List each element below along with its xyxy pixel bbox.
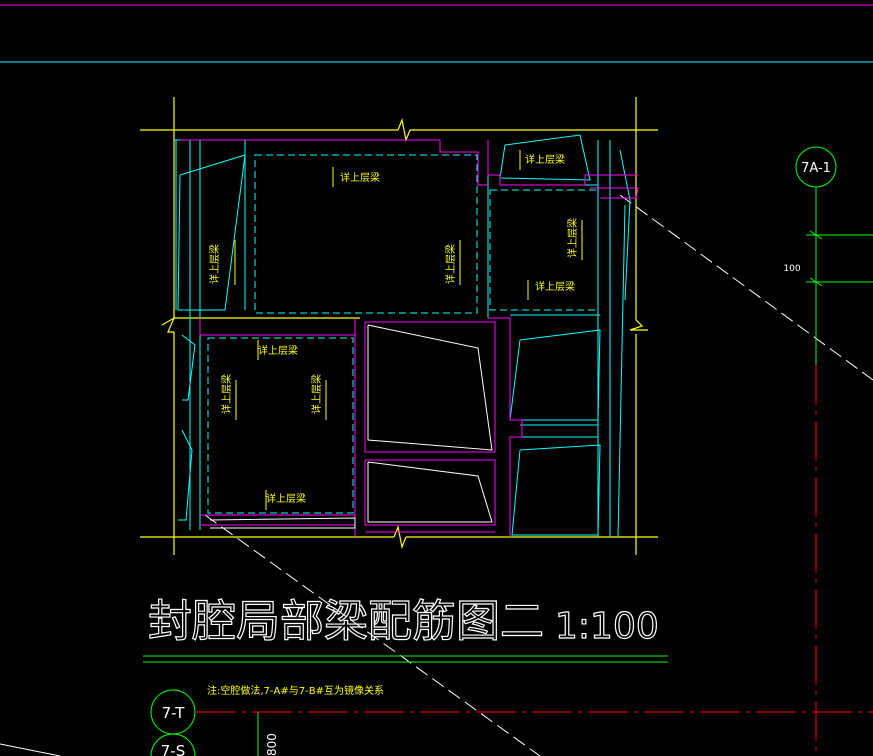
outer-frame: [140, 97, 658, 555]
beam-note: 详上层梁: [444, 244, 457, 284]
dashed-diagonal-bottom: [204, 514, 541, 756]
beam-markers: [234, 150, 583, 510]
beam-note: 详上层梁: [310, 374, 323, 414]
section-sketches: [209, 324, 493, 529]
leader-line: [0, 743, 61, 756]
drawing-note: 注:空腔做法,7-A#与7-B#互为镜像关系: [207, 684, 384, 697]
grid-label-left-lower: 7-S: [161, 742, 185, 756]
beam-note: 详上层梁: [535, 280, 575, 293]
beam-note: 详上层梁: [266, 492, 306, 505]
grid-label-right: 7A-1: [801, 161, 831, 176]
grid-bubble-left-lower: [150, 733, 196, 756]
beam-note: 详上层梁: [525, 153, 565, 166]
dim-text-right: 100: [783, 264, 800, 274]
drawing-scale: 1:100: [555, 606, 659, 647]
dim-tick: [809, 230, 823, 240]
wall-outlines: [174, 134, 631, 538]
grid-label-left: 7-T: [162, 704, 186, 722]
grid-bubble-right: [795, 146, 837, 188]
beam-note: 详上层梁: [566, 218, 579, 258]
beam-note: 详上层梁: [220, 374, 233, 414]
dim-tick: [809, 277, 823, 287]
beam-note: 详上层梁: [208, 244, 221, 284]
drawing-title: 封腔局部梁配筋图二: [148, 596, 544, 647]
beam-note: 详上层梁: [340, 171, 380, 184]
rebar-outlines: [207, 154, 599, 514]
beam-note: 详上层梁: [258, 344, 298, 357]
dashed-diagonal-right: [619, 194, 873, 381]
dim-text-bottom: 800: [265, 733, 279, 756]
beam-lines: [180, 139, 639, 537]
